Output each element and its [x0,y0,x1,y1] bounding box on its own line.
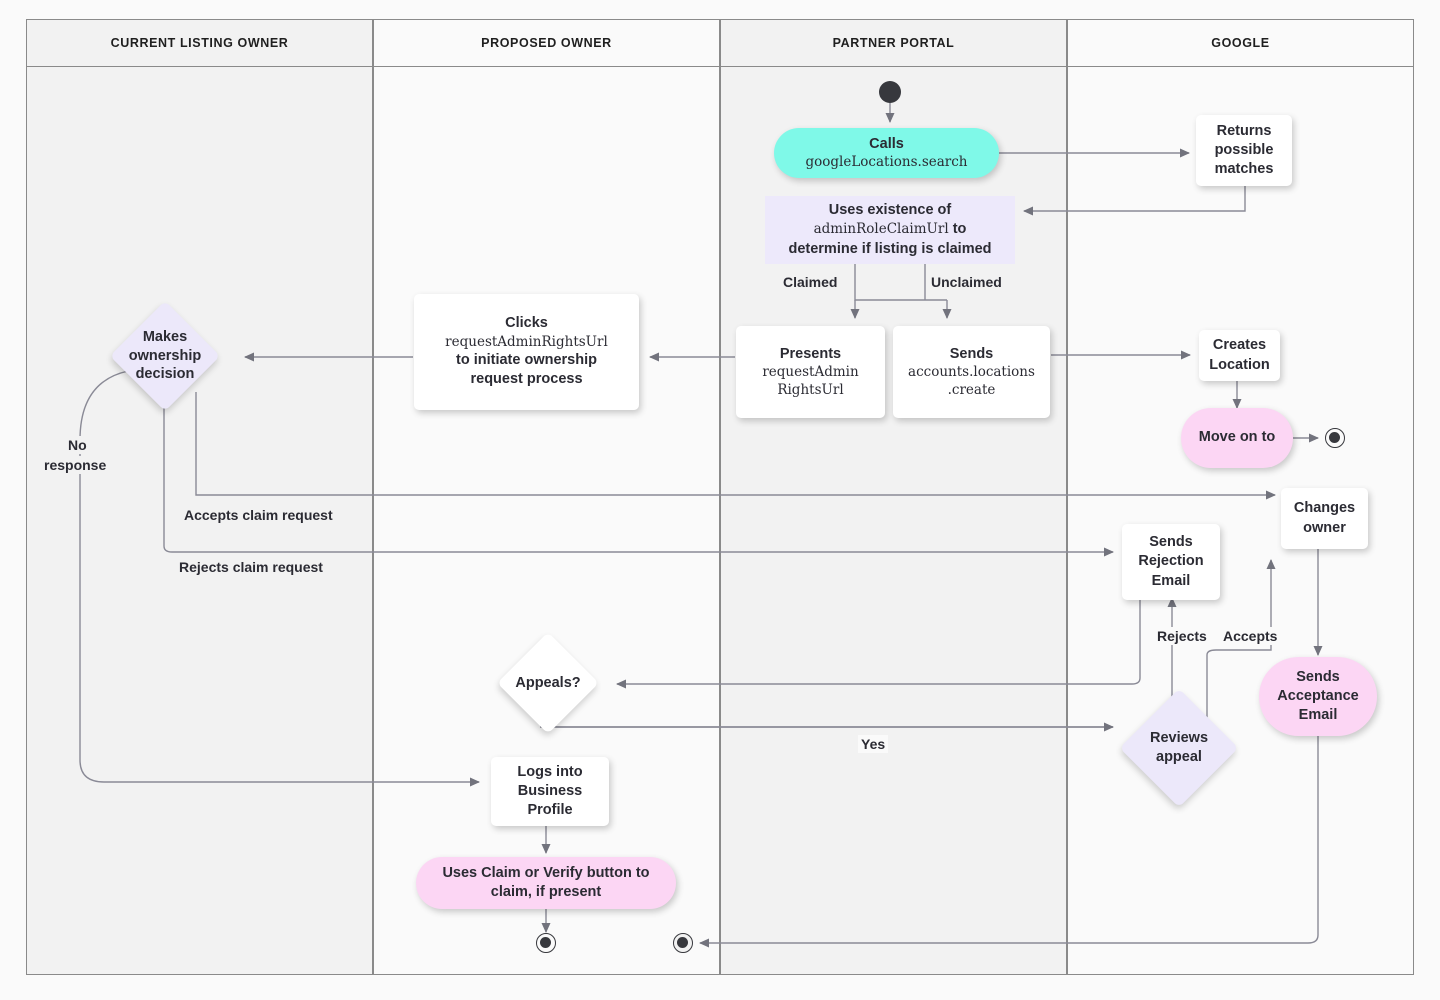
node-label: Appeals? [515,674,581,691]
node-reviews-appeal-decision[interactable]: Reviews appeal [1119,688,1239,808]
node-line-1: Uses Claim or Verify button to [442,864,650,881]
lane-body-proposed-owner [373,19,720,975]
node-creates-location[interactable]: Creates Location [1199,330,1280,381]
node-line-2: accounts.locations [908,363,1035,380]
lane-header-google: GOOGLE [1067,19,1414,67]
node-sends-rejection-email[interactable]: Sends Rejection Email [1122,524,1220,600]
node-returns-possible-matches[interactable]: Returns possible matches [1196,115,1292,186]
node-line-1: Calls [869,135,904,152]
node-sends-acceptance-email[interactable]: Sends Acceptance Email [1259,657,1377,736]
lane-header-label: GOOGLE [1211,36,1270,50]
end-terminal-google [1325,428,1345,448]
edge-label-no-response-line2: response [41,456,110,475]
node-changes-owner[interactable]: Changes owner [1281,488,1368,549]
node-line-3: .create [947,381,996,398]
node-presents-request-admin-rights-url[interactable]: Presents requestAdmin RightsUrl [736,326,885,418]
node-line-1: Sends [949,345,994,362]
node-label: Makes ownership decision [128,329,202,383]
lane-header-current-listing-owner: CURRENT LISTING OWNER [26,19,373,67]
node-line-3: RightsUrl [777,381,844,398]
lane-body-current-listing-owner [26,19,373,975]
node-line-1: Presents [779,345,842,362]
node-label: Reviews appeal [1149,730,1209,765]
node-line-2: requestAdminRightsUrl [445,333,608,350]
node-line-1: Uses existence of [828,202,952,219]
node-line-1: Clicks [505,315,548,332]
edge-label-claimed: Claimed [780,273,841,292]
node-move-on-to[interactable]: Move on to [1181,408,1293,468]
edge-label-rejects-claim-request: Rejects claim request [176,558,326,577]
node-uses-existence-of-admin-role-claim-url[interactable]: Uses existence of adminRoleClaimUrl to d… [765,196,1015,264]
edge-label-no-response-line1: No [65,436,90,455]
lane-header-label: PROPOSED OWNER [481,36,612,50]
node-appeals-decision[interactable]: Appeals? [497,632,599,734]
node-line-2: requestAdmin [762,363,859,380]
edge-label-yes: Yes [858,735,889,754]
node-calls-google-locations-search[interactable]: Calls googleLocations.search [774,128,999,178]
node-uses-claim-or-verify-button[interactable]: Uses Claim or Verify button to claim, if… [416,857,676,909]
lane-header-proposed-owner: PROPOSED OWNER [373,19,720,67]
end-terminal-partner [673,933,693,953]
node-sends-accounts-locations-create[interactable]: Sends accounts.locations .create [893,326,1050,418]
edge-label-unclaimed: Unclaimed [928,273,1005,292]
lane-header-partner-portal: PARTNER PORTAL [720,19,1067,67]
node-line-3: to initiate ownership [456,352,597,369]
edge-label-accepts: Accepts [1220,627,1281,646]
node-line-2: claim, if present [490,884,602,900]
node-clicks-request-admin-rights-url[interactable]: Clicks requestAdminRightsUrl to initiate… [414,294,639,410]
node-logs-into-business-profile[interactable]: Logs into Business Profile [491,757,609,826]
lane-header-label: CURRENT LISTING OWNER [110,36,289,50]
edge-label-accepts-claim-request: Accepts claim request [181,506,336,525]
end-terminal-proposed [536,933,556,953]
edge-label-rejects: Rejects [1154,627,1210,646]
node-line-3: determine if listing is claimed [788,240,992,257]
node-line-2: adminRoleClaimUrl to [813,221,967,238]
node-line-2: googleLocations.search [805,153,968,170]
start-terminal [879,81,901,103]
node-makes-ownership-decision[interactable]: Makes ownership decision [109,300,221,412]
lane-header-label: PARTNER PORTAL [832,36,955,50]
node-line-4: request process [470,371,583,388]
